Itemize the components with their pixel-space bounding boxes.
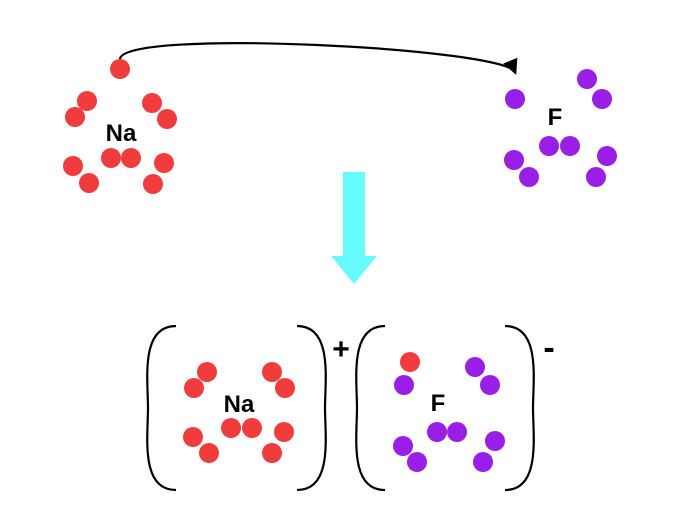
sodium-ion-symbol: Na [224, 391, 255, 418]
electron-dot [504, 150, 524, 170]
electron-dot [485, 431, 505, 451]
fluorine-atom-top: F [504, 69, 617, 187]
fluoride-ion-symbol: F [431, 390, 446, 417]
fluoride-ion: F - [355, 324, 555, 492]
electron-dot [577, 69, 597, 89]
electron-dot [586, 167, 606, 187]
electron-dot [197, 362, 217, 382]
electron-dot [274, 422, 294, 442]
electron-dot [465, 357, 485, 377]
sodium-atom-top: Na [63, 59, 177, 194]
fluorine-symbol: F [548, 104, 563, 131]
electron-dot [592, 89, 612, 109]
right-bracket [296, 324, 327, 492]
electron-dot [473, 452, 493, 472]
electron-dot [447, 422, 467, 442]
sodium-symbol: Na [106, 120, 137, 147]
electron-dot [480, 375, 500, 395]
electron-dot [77, 91, 97, 111]
electron-dot [65, 107, 85, 127]
electron-transfer-arrow-icon [118, 42, 518, 75]
electron-dot [142, 93, 162, 113]
electron-dot [560, 136, 580, 156]
electron-dot [184, 378, 204, 398]
electron-dot [242, 418, 262, 438]
electron-dot [79, 173, 99, 193]
electron-dot [393, 436, 413, 456]
electron-dot [121, 148, 141, 168]
electron-dot [262, 362, 282, 382]
right-bracket [504, 324, 535, 492]
left-bracket [355, 324, 386, 492]
reaction-arrow-icon [331, 172, 377, 284]
electron-dot [63, 156, 83, 176]
anion-charge: - [543, 329, 554, 367]
electron-dot [143, 174, 163, 194]
electron-dot [183, 427, 203, 447]
sodium-valence-electron [110, 59, 130, 79]
electron-dot [519, 167, 539, 187]
electron-dot [539, 136, 559, 156]
electron-dot [394, 375, 414, 395]
electron-dot [407, 452, 427, 472]
cation-charge: + [332, 333, 350, 366]
electron-dot [597, 146, 617, 166]
electron-dot [427, 422, 447, 442]
electron-dot [221, 418, 241, 438]
electron-dot [505, 89, 525, 109]
electron-dot [101, 148, 121, 168]
electron-dot [262, 443, 282, 463]
gained-electron [400, 352, 420, 372]
sodium-ion: Na + [146, 324, 350, 492]
electron-dot [275, 378, 295, 398]
electron-dot [199, 443, 219, 463]
electron-dot [157, 109, 177, 129]
electron-dot [154, 153, 174, 173]
left-bracket [146, 324, 177, 492]
